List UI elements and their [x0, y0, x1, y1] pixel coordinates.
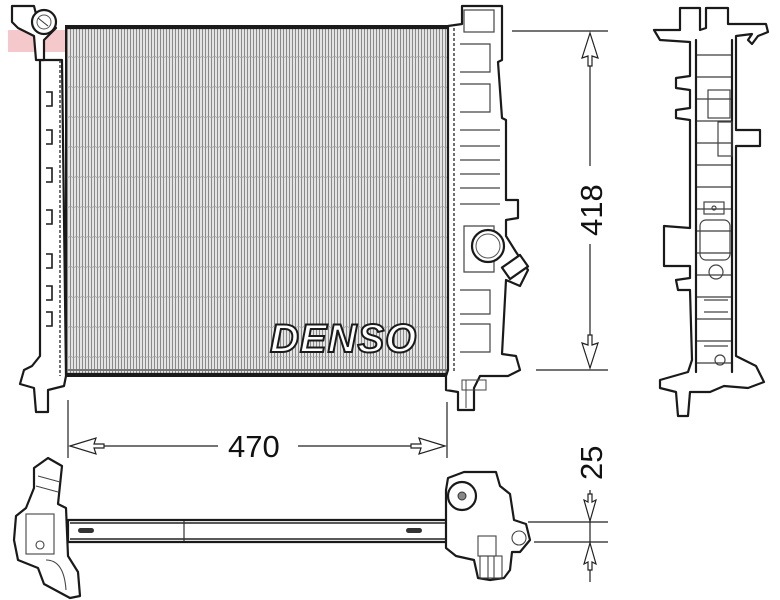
left-tank — [10, 4, 68, 414]
left-inlet-pipe — [12, 456, 82, 600]
right-outlet-pipe — [444, 470, 532, 582]
dimension-width: 470 — [67, 400, 448, 464]
dimension-height: 418 — [512, 30, 609, 371]
front-view: DENSO — [10, 4, 530, 414]
dimension-height-label: 418 — [574, 184, 609, 236]
dimension-thickness: 25 — [528, 446, 609, 582]
side-view — [652, 6, 770, 418]
right-tank — [444, 4, 530, 412]
dimension-thickness-label: 25 — [574, 446, 609, 480]
top-view — [12, 456, 532, 600]
brand-logo: DENSO — [270, 317, 417, 361]
dimension-width-label: 470 — [228, 429, 280, 464]
